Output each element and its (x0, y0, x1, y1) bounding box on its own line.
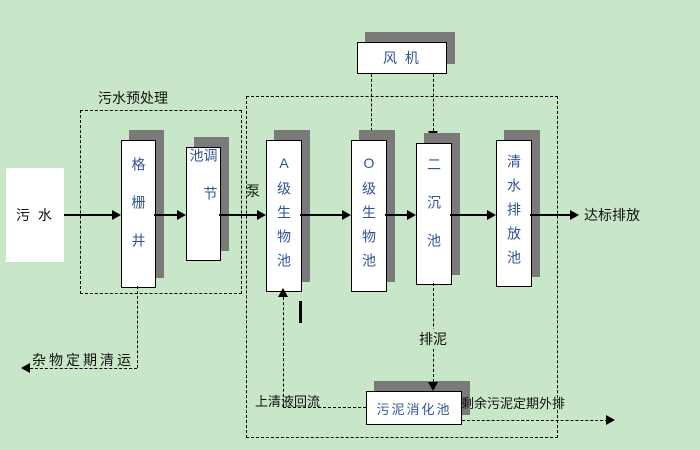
arrow-regulating-to-abio (219, 210, 266, 220)
a-bio-tank-label: A级生物池 (276, 155, 292, 277)
fan-air-line-left (371, 74, 372, 131)
clear-water-tank-label: 清水排放池 (506, 153, 522, 274)
excess-sludge-arrowhead (606, 415, 615, 425)
supernatant-return-label: 上清液回流 (255, 394, 321, 409)
arrow-obio-to-clarifier (385, 210, 416, 220)
fan-label: 风 机 (383, 50, 421, 66)
influent-panel: 污 水 (6, 168, 64, 262)
gridwell-debris-line (137, 286, 138, 368)
o-bio-tank-box: O级生物池 (351, 140, 387, 292)
sludge-digester-box: 污泥消化池 (366, 391, 462, 425)
debris-removal-line (30, 368, 137, 369)
grid-well-label: 格栅井 (130, 157, 147, 271)
arrow-influent-to-gridwell (64, 210, 121, 220)
sludge-digester-label: 污泥消化池 (376, 401, 452, 417)
regulating-tank-label: 调节池 (188, 148, 219, 224)
arrow-abio-to-obio (300, 210, 351, 220)
clear-water-tank-box: 清水排放池 (496, 140, 532, 287)
grid-well-box: 格栅井 (121, 140, 156, 288)
effluent-label: 达标排放 (584, 207, 640, 223)
debris-removal-label: 杂物定期清运 (32, 352, 134, 368)
pretreatment-title: 污水预处理 (98, 90, 168, 106)
secondary-clarifier-label: 二沉池 (426, 157, 442, 271)
main-process-dashed-border (246, 96, 558, 438)
fan-box: 风 机 (357, 42, 447, 74)
o-bio-tank-label: O级生物池 (361, 155, 377, 277)
arrow-gridwell-to-regulating (154, 210, 186, 220)
debris-removal-arrowhead (21, 363, 30, 373)
fan-air-line-right (433, 74, 434, 131)
excess-sludge-label: 剩余污泥定期外排 (461, 396, 566, 411)
secondary-clarifier-box: 二沉池 (416, 143, 452, 285)
excess-sludge-line (462, 420, 608, 421)
regulating-tank-box: 调节池 (186, 147, 221, 261)
sludge-discharge-arrowhead (428, 382, 438, 391)
supernatant-return-vline (283, 297, 284, 407)
pretreatment-dashed-border (80, 110, 242, 294)
fan-air-arrowhead-left (366, 131, 376, 140)
fan-air-arrowhead-right (428, 131, 438, 140)
arrow-clearwater-to-effluent (530, 210, 579, 220)
arrow-clarifier-to-clearwater (450, 210, 496, 220)
vertical-tick-mark (299, 301, 302, 323)
a-bio-tank-box: A级生物池 (266, 140, 302, 292)
pump-label: 泵 (246, 183, 260, 199)
influent-label: 污 水 (16, 207, 54, 223)
supernatant-return-arrowhead (278, 288, 288, 297)
supernatant-return-hline (283, 407, 366, 408)
sludge-discharge-label: 排泥 (417, 329, 449, 349)
